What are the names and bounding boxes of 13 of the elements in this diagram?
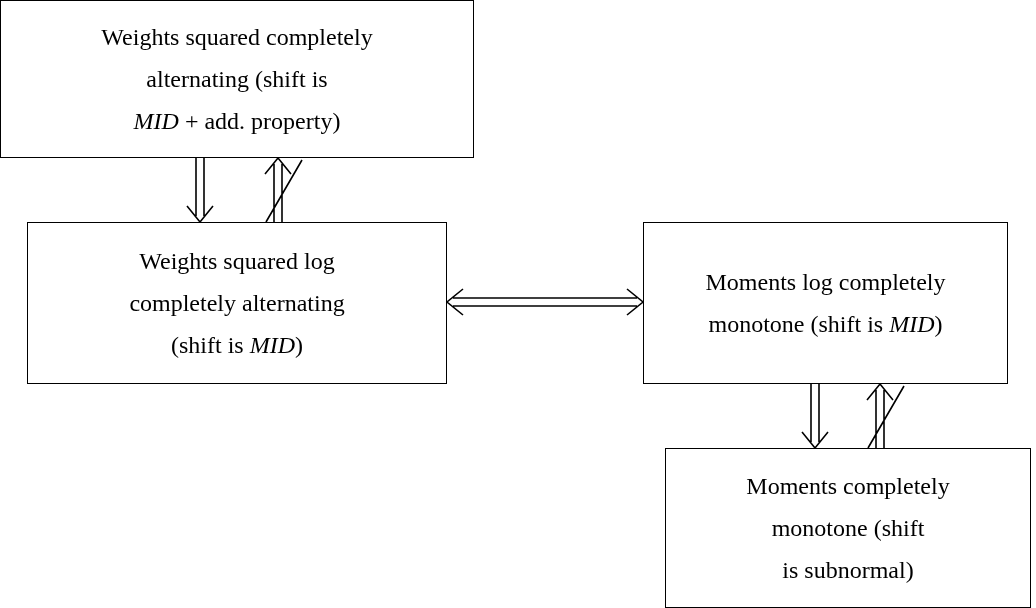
negated-implication-arrow [866,382,905,449]
statement-box [665,448,1031,608]
negated-implication-arrow [264,156,303,223]
statement-box [643,222,1008,384]
statement-text: Weights squared completely alternating (shift is MID + add. property) [100,23,374,136]
implication-arrow [801,383,829,450]
statement-text: Weights squared log completely alternating (shift is MID) [128,247,346,360]
statement-text: Moments completely monotone (shift is subnormal) [745,472,951,585]
statement-box [27,222,447,384]
implication-arrow [186,157,214,224]
statement-box [0,0,474,158]
implication-arrow [445,288,645,316]
statement-text: Moments log completely monotone (shift is MID) [705,268,946,339]
